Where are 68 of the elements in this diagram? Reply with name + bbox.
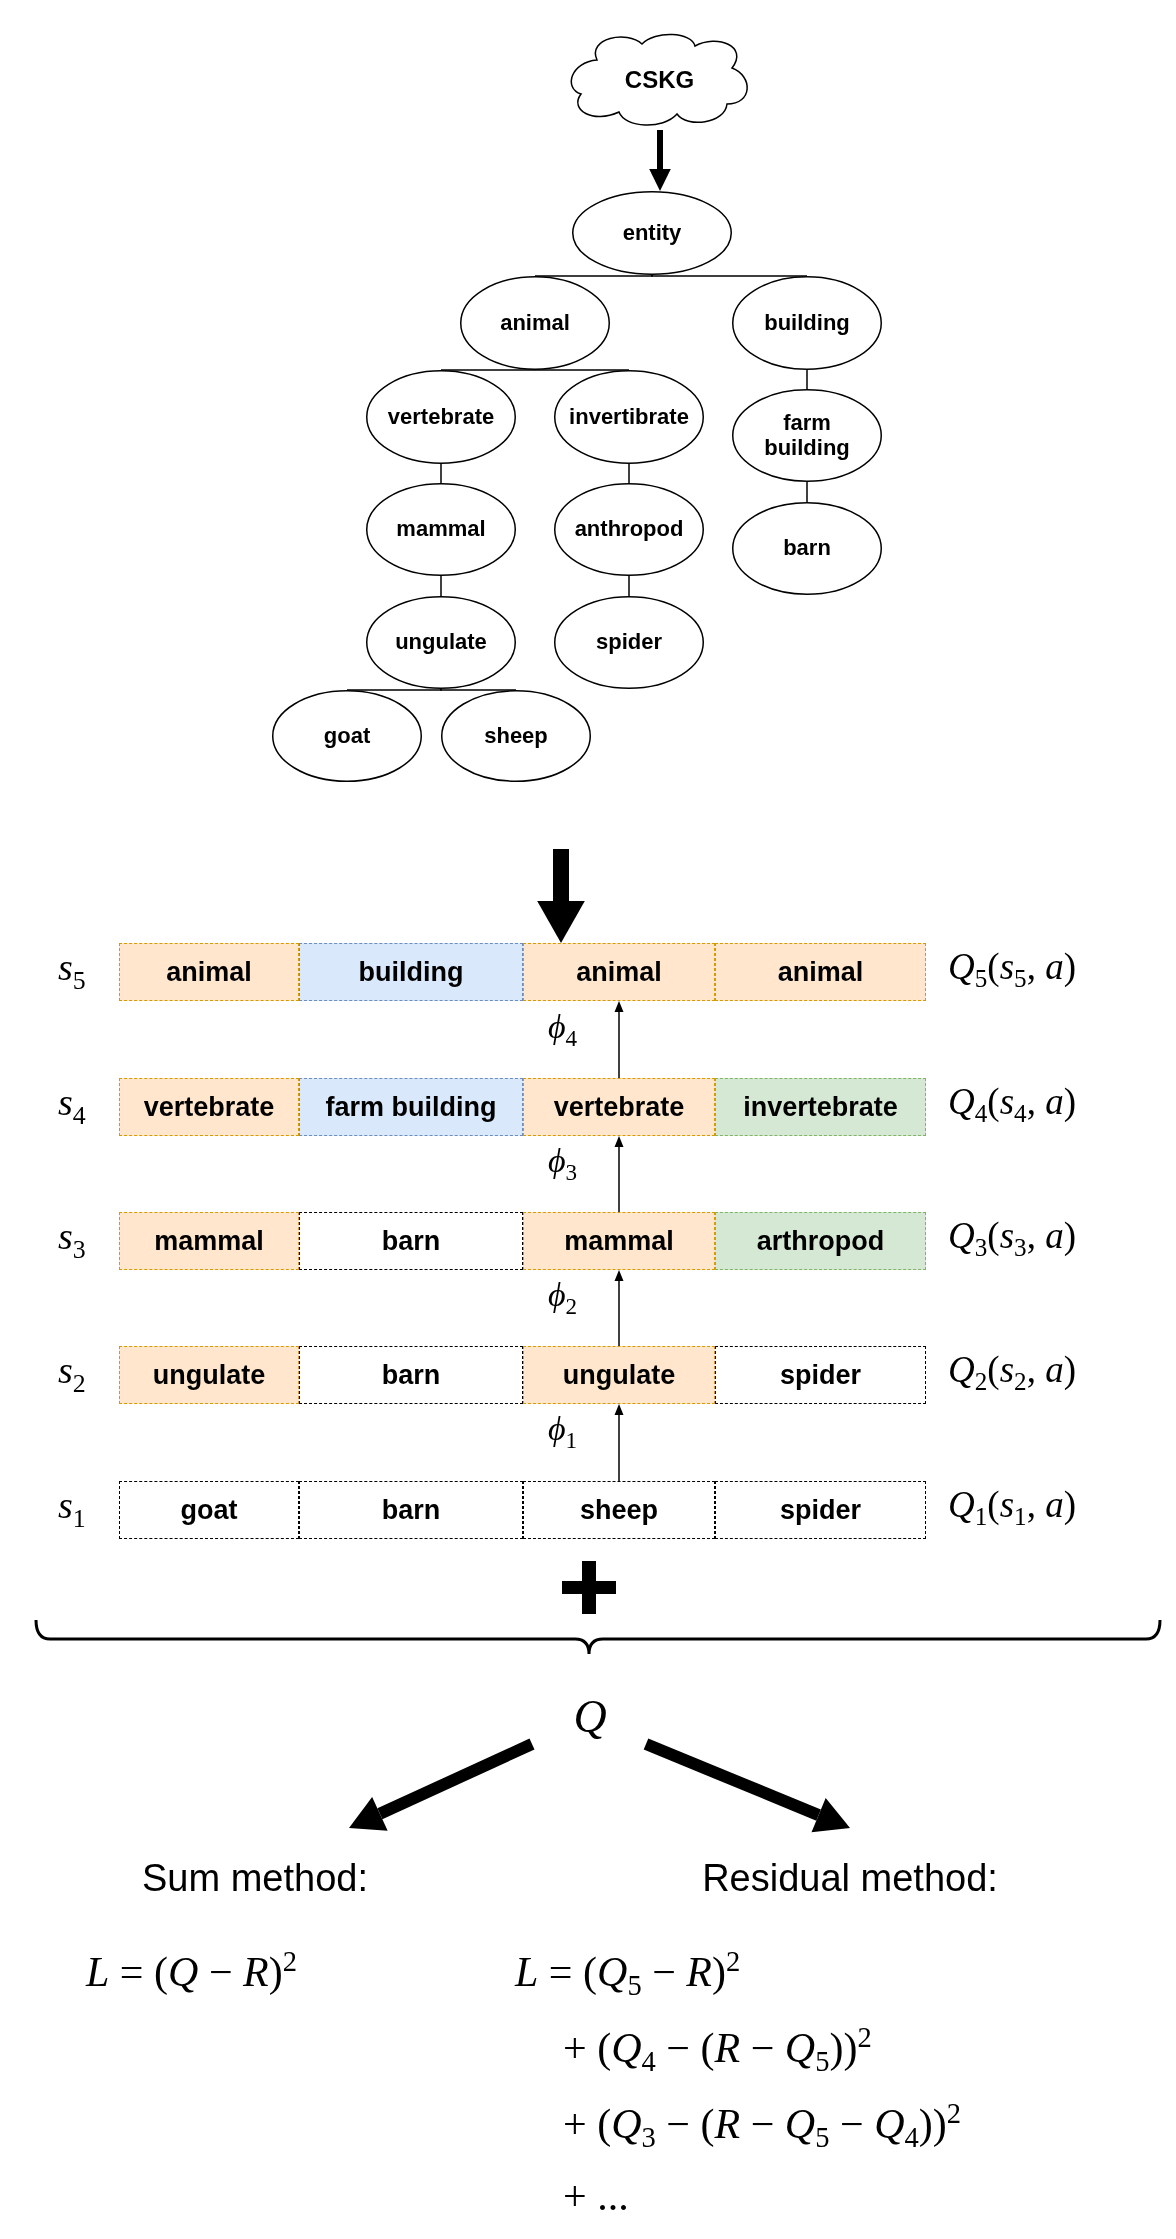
state-cell: building: [299, 943, 523, 1001]
tree-node: sheep: [441, 690, 591, 782]
tree-node: barn: [732, 502, 882, 595]
state-cell: spider: [715, 1346, 926, 1404]
state-label: s$_{2}$: [58, 1349, 86, 1399]
arrow: [649, 130, 671, 191]
connector-line: [806, 369, 808, 390]
state-cell: barn: [299, 1346, 523, 1404]
state-cell: barn: [299, 1212, 523, 1270]
connector-line: [628, 575, 630, 597]
tree-node: vertebrate: [366, 370, 516, 464]
tree-node: invertibrate: [554, 370, 704, 464]
state-cell: animal: [715, 943, 926, 1001]
connector-line: [534, 274, 653, 277]
state-cell: ungulate: [523, 1346, 715, 1404]
connector-line: [440, 688, 517, 691]
q-value: Q: [530, 1688, 650, 1744]
loss-formula: + (Q$_{3}$ − (R − Q$_{5}$ − Q$_{4}$))$^{2}$: [563, 2098, 962, 2156]
state-cell: animal: [119, 943, 299, 1001]
connector-line: [440, 463, 442, 484]
loss-formula: + ...: [563, 2172, 629, 2221]
state-cell: vertebrate: [119, 1078, 299, 1136]
arrow: [614, 1270, 624, 1347]
tree-node: anthropod: [554, 483, 704, 576]
state-label: s$_{1}$: [58, 1484, 86, 1534]
connector-line: [440, 575, 442, 597]
tree-node: farm building: [732, 389, 882, 482]
arrow: [614, 1001, 624, 1079]
state-cell: sheep: [523, 1481, 715, 1539]
arrow: [614, 1136, 624, 1213]
tree-node: animal: [460, 276, 610, 370]
state-cell: spider: [715, 1481, 926, 1539]
tree-node: spider: [554, 596, 704, 689]
state-label: s$_{5}$: [58, 946, 86, 996]
tree-node: ungulate: [366, 596, 516, 689]
method-heading: Sum method:: [100, 1828, 410, 1900]
arrow: [643, 1738, 851, 1833]
tree-node: entity: [572, 191, 732, 275]
state-cell: farm building: [299, 1078, 523, 1136]
q-function: Q$_{4}$(s$_{4}$, a): [948, 1081, 1076, 1130]
q-function: Q$_{3}$(s$_{3}$, a): [948, 1215, 1076, 1264]
loss-formula: L = (Q$_{5}$ − R)$^{2}$: [515, 1946, 741, 2004]
state-cell: animal: [523, 943, 715, 1001]
q-function: Q$_{5}$(s$_{5}$, a): [948, 946, 1076, 995]
connector-line: [651, 274, 808, 277]
state-label: s$_{3}$: [58, 1215, 86, 1265]
state-label: s$_{4}$: [58, 1081, 86, 1131]
arrow: [537, 849, 585, 943]
state-cell: barn: [299, 1481, 523, 1539]
arrow: [349, 1738, 535, 1831]
q-function: Q$_{2}$(s$_{2}$, a): [948, 1349, 1076, 1398]
loss-formula: L = (Q − R)$^{2}$: [86, 1946, 297, 1997]
q-function: Q$_{1}$(s$_{1}$, a): [948, 1484, 1076, 1533]
connector-line: [628, 463, 630, 484]
state-cell: mammal: [119, 1212, 299, 1270]
state-cell: goat: [119, 1481, 299, 1539]
state-cell: vertebrate: [523, 1078, 715, 1136]
arrow: [614, 1404, 624, 1482]
state-cell: ungulate: [119, 1346, 299, 1404]
tree-node: building: [732, 276, 882, 370]
tree-node: mammal: [366, 483, 516, 576]
state-cell: invertebrate: [715, 1078, 926, 1136]
method-heading: Residual method:: [650, 1828, 1050, 1900]
tree-node: goat: [272, 690, 422, 782]
loss-formula: + (Q$_{4}$ − (R − Q$_{5}$))$^{2}$: [563, 2022, 872, 2080]
state-cell: arthropod: [715, 1212, 926, 1270]
connector-line: [806, 481, 808, 503]
state-cell: mammal: [523, 1212, 715, 1270]
